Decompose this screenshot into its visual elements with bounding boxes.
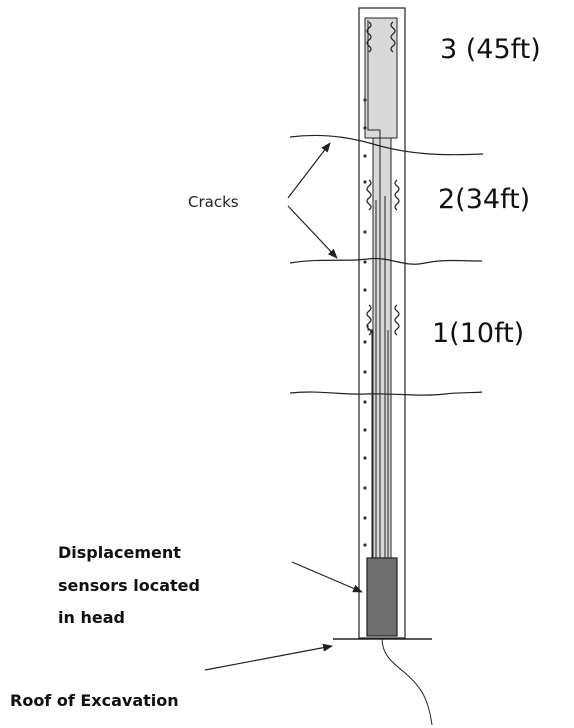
anchor-3-squiggles <box>366 21 396 53</box>
anchor-2-label: 2(34ft) <box>438 184 530 215</box>
sensor-label-line-2: sensors located <box>58 576 200 595</box>
sensor-arrow <box>291 561 363 593</box>
sensor-label-line-3: in head <box>58 608 125 627</box>
sensor-head <box>366 557 398 637</box>
cracks-arrow-lower <box>287 205 338 259</box>
cracks-label: Cracks <box>188 193 239 211</box>
anchor-1-label: 1(10ft) <box>432 318 524 349</box>
extensometer-rods <box>367 20 389 560</box>
sensor-cable <box>381 637 433 726</box>
sensor-label-line-1: Displacement <box>58 543 181 562</box>
anchor-3-label: 3 (45ft) <box>440 34 541 65</box>
crack-line-1 <box>289 134 484 156</box>
anchor-2-squiggles <box>366 179 400 211</box>
crack-line-2 <box>289 257 483 265</box>
anchor-1-squiggles <box>366 304 400 336</box>
crack-lines <box>289 134 484 396</box>
crack-line-3 <box>289 391 483 396</box>
roof-arrow <box>204 643 333 671</box>
borehole-wall-dots <box>363 98 367 547</box>
roof-label: Roof of Excavation <box>10 691 179 710</box>
cracks-arrow-upper <box>287 142 331 199</box>
rod-casing <box>364 17 398 139</box>
